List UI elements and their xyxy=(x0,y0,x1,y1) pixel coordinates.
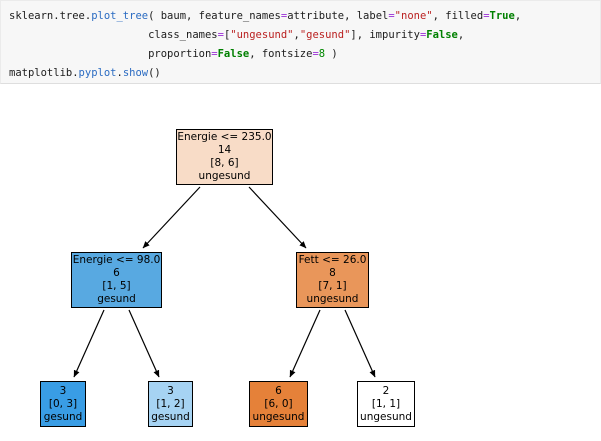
node-class: ungesund xyxy=(360,410,412,423)
code-token: . xyxy=(116,67,123,79)
tree-leaf-2: 3 [1, 2] gesund xyxy=(148,381,193,427)
code-line-2: class_names=["ungesund","gesund"], impur… xyxy=(9,26,592,45)
code-token: , impurity xyxy=(356,29,420,41)
code-token: = xyxy=(483,10,490,22)
node-samples: 3 xyxy=(59,384,67,397)
code-token: = xyxy=(211,48,218,60)
edge-right-leaf3 xyxy=(289,309,321,378)
node-class: gesund xyxy=(43,410,83,423)
code-token: "none" xyxy=(394,10,433,22)
edge-left-leaf1 xyxy=(73,309,105,378)
node-samples: 14 xyxy=(217,144,232,156)
code-token: False xyxy=(217,48,250,60)
edge-root-left xyxy=(142,186,201,249)
code-token: plot_tree xyxy=(91,10,149,22)
code-token: ) xyxy=(325,48,338,60)
code-token: () xyxy=(148,67,161,79)
code-token: = xyxy=(388,10,395,22)
code-token: , xyxy=(457,29,465,41)
code-token: , filled xyxy=(432,10,484,22)
code-token: show xyxy=(122,67,149,79)
node-samples: 6 xyxy=(275,384,282,397)
node-class: ungesund xyxy=(198,170,251,182)
node-samples: 6 xyxy=(113,267,120,279)
code-line-1: sklearn.tree.plot_tree( baum, feature_na… xyxy=(9,7,592,26)
code-token: = xyxy=(217,29,224,41)
code-token: [ xyxy=(223,29,231,41)
node-split-rule: Fett <= 26.0 xyxy=(298,254,367,266)
tree-node-left: Energie <= 98.0 6 [1, 5] gesund xyxy=(71,252,162,308)
node-value: [1, 1] xyxy=(371,397,401,410)
code-token: attribute, label xyxy=(287,10,389,22)
code-token: = xyxy=(419,29,427,41)
code-line-4: matplotlib.pyplot.show() xyxy=(9,64,592,83)
code-token: "gesund" xyxy=(299,29,351,41)
tree-leaf-4: 2 [1, 1] ungesund xyxy=(357,381,415,427)
tree-node-right: Fett <= 26.0 8 [7, 1] ungesund xyxy=(296,252,369,308)
code-line-3: proportion=False, fontsize=8 ) xyxy=(9,45,592,64)
node-value: [1, 5] xyxy=(102,280,131,292)
node-split-rule: Energie <= 235.0 xyxy=(177,131,272,143)
code-token: = xyxy=(280,10,288,22)
node-samples: 3 xyxy=(167,384,174,397)
code-token: matplotlib. xyxy=(9,67,79,79)
code-token: False xyxy=(426,29,458,41)
node-value: [1, 2] xyxy=(156,397,185,410)
node-class: gesund xyxy=(151,410,190,423)
node-class: gesund xyxy=(97,293,136,305)
code-token: , xyxy=(293,29,300,41)
node-class: ungesund xyxy=(306,293,359,305)
edge-root-right xyxy=(248,186,307,249)
code-token: proportion xyxy=(148,48,212,60)
node-samples: 2 xyxy=(382,384,390,397)
code-cell[interactable]: sklearn.tree.plot_tree( baum, feature_na… xyxy=(0,0,601,84)
node-value: [8, 6] xyxy=(210,157,239,169)
code-token: , xyxy=(514,10,522,22)
code-token: 8 xyxy=(318,48,326,60)
node-value: [7, 1] xyxy=(318,280,347,292)
code-token: ] xyxy=(350,29,357,41)
node-class: ungesund xyxy=(252,410,305,423)
node-value: [6, 0] xyxy=(264,397,293,410)
edge-left-leaf2 xyxy=(128,309,160,378)
tree-leaf-3: 6 [6, 0] ungesund xyxy=(249,381,308,427)
decision-tree-figure: Energie <= 235.0 14 [8, 6] ungesund Ener… xyxy=(0,85,601,441)
code-token: True xyxy=(489,10,515,22)
code-token: = xyxy=(312,48,319,60)
node-samples: 8 xyxy=(329,267,336,279)
code-token: ( baum, feature_names xyxy=(148,10,281,22)
code-token: "ungesund" xyxy=(230,29,294,41)
tree-node-root: Energie <= 235.0 14 [8, 6] ungesund xyxy=(176,129,273,185)
node-split-rule: Energie <= 98.0 xyxy=(72,254,161,266)
code-token: class_names xyxy=(148,29,218,41)
node-value: [0, 3] xyxy=(48,397,78,410)
edge-right-leaf4 xyxy=(344,309,376,378)
code-token: sklearn.tree. xyxy=(9,10,92,22)
code-token: , fontsize xyxy=(249,48,313,60)
tree-edges xyxy=(73,186,376,378)
code-token: pyplot xyxy=(78,67,117,79)
tree-leaf-1: 3 [0, 3] gesund xyxy=(40,381,86,427)
